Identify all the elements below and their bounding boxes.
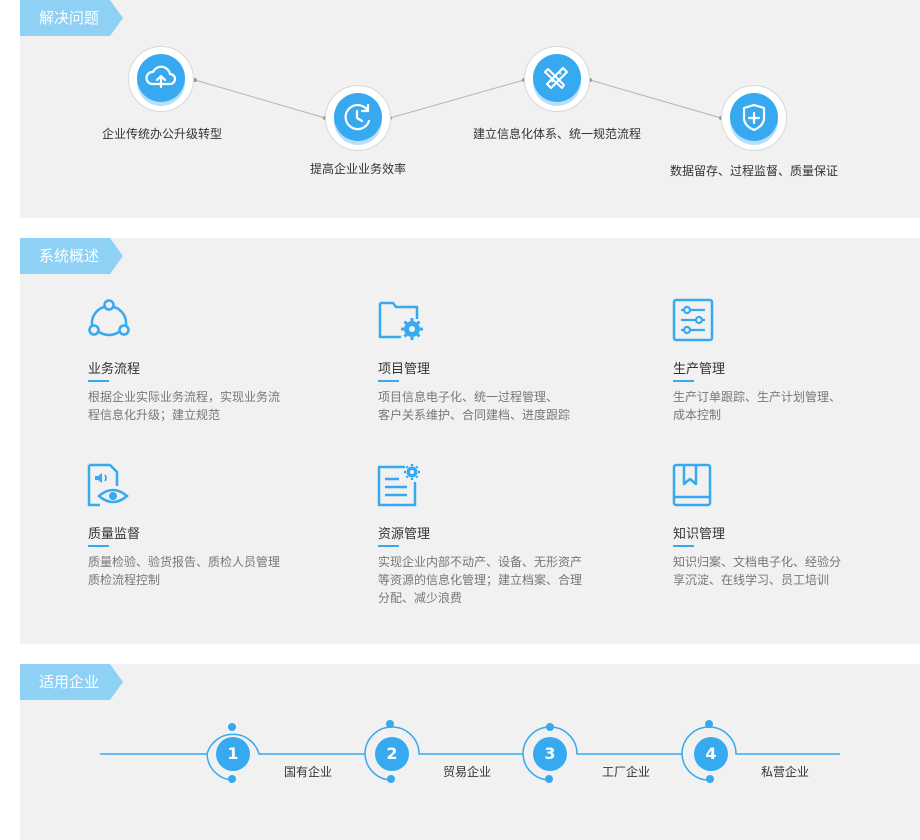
timeline-dot [546,723,554,731]
feature-underline-3 [673,380,694,382]
bookmark-book-icon [672,463,712,507]
timeline-dot [228,723,236,731]
shield-plus-icon [742,103,766,132]
enterprise-number-1: 1 [216,737,250,771]
step-circle-1 [128,46,194,112]
step-circle-4 [721,85,787,151]
document-eye-icon [87,463,129,507]
enterprise-number-4: 4 [694,737,728,771]
feature-title-4: 质量监督 [88,527,141,542]
timeline-dot [545,775,553,783]
feature-underline-6 [673,545,694,547]
feature-underline-1 [88,380,109,382]
enterprise-label-3: 工厂企业 [602,765,651,779]
feature-underline-4 [88,545,109,547]
step-label-1: 企业传统办公升级转型 [101,127,223,141]
folder-gear-icon [378,301,423,340]
step-circle-3 [524,46,590,112]
step-label-3: 建立信息化体系、统一规范流程 [472,127,642,141]
feature-desc-6: 知识归案、文档电子化、经验分享沉淀、在线学习、员工培训 [673,555,842,587]
timeline-dot [387,775,395,783]
feature-underline-5 [378,545,399,547]
timeline-dot [706,775,714,783]
feature-desc-3: 生产订单跟踪、生产计划管理、成本控制 [673,390,842,422]
feature-title-5: 资源管理 [378,527,431,542]
clock-refresh-icon [344,103,371,131]
timeline-dot [386,720,394,728]
enterprise-label-4: 私营企业 [761,765,810,779]
enterprise-label-2: 贸易企业 [443,765,492,779]
timeline-dot [705,720,713,728]
section-tag-enterprises: 适用企业 [20,664,123,700]
feature-desc-2: 项目信息电子化、统一过程管理、客户关系维护、合同建档、进度跟踪 [378,390,571,422]
workflow-nodes-icon [88,299,130,337]
step-circle-2 [325,85,391,151]
feature-title-6: 知识管理 [673,527,726,542]
feature-underline-2 [378,380,399,382]
feature-desc-1: 根据企业实际业务流程，实现业务流程信息化升级；建立规范 [88,390,281,422]
step-label-4: 数据留存、过程监督、质量保证 [669,164,839,178]
timeline-dot [228,775,236,783]
enterprise-number-3: 3 [533,737,567,771]
pencil-ruler-icon [544,66,569,90]
step-label-2: 提高企业业务效率 [309,162,407,176]
applicable-enterprises-panel [20,664,920,840]
cloud-upload-icon [145,65,177,89]
enterprise-label-1: 国有企业 [284,765,333,779]
sliders-panel-icon [672,298,714,342]
feature-desc-4: 质量检验、验货报告、质检人员管理质检流程控制 [88,555,281,587]
feature-title-3: 生产管理 [673,362,726,377]
feature-desc-5: 实现企业内部不动产、设备、无形资产等资源的信息化管理；建立档案、合理分配、减少浪… [378,555,583,605]
feature-title-1: 业务流程 [88,362,141,377]
feature-title-2: 项目管理 [378,362,431,377]
list-gear-icon [377,464,420,507]
system-overview-panel [20,238,920,644]
section-tag-solve: 解决问题 [20,0,123,36]
section-tag-overview: 系统概述 [20,238,123,274]
timeline-line [100,726,840,781]
enterprise-number-2: 2 [375,737,409,771]
